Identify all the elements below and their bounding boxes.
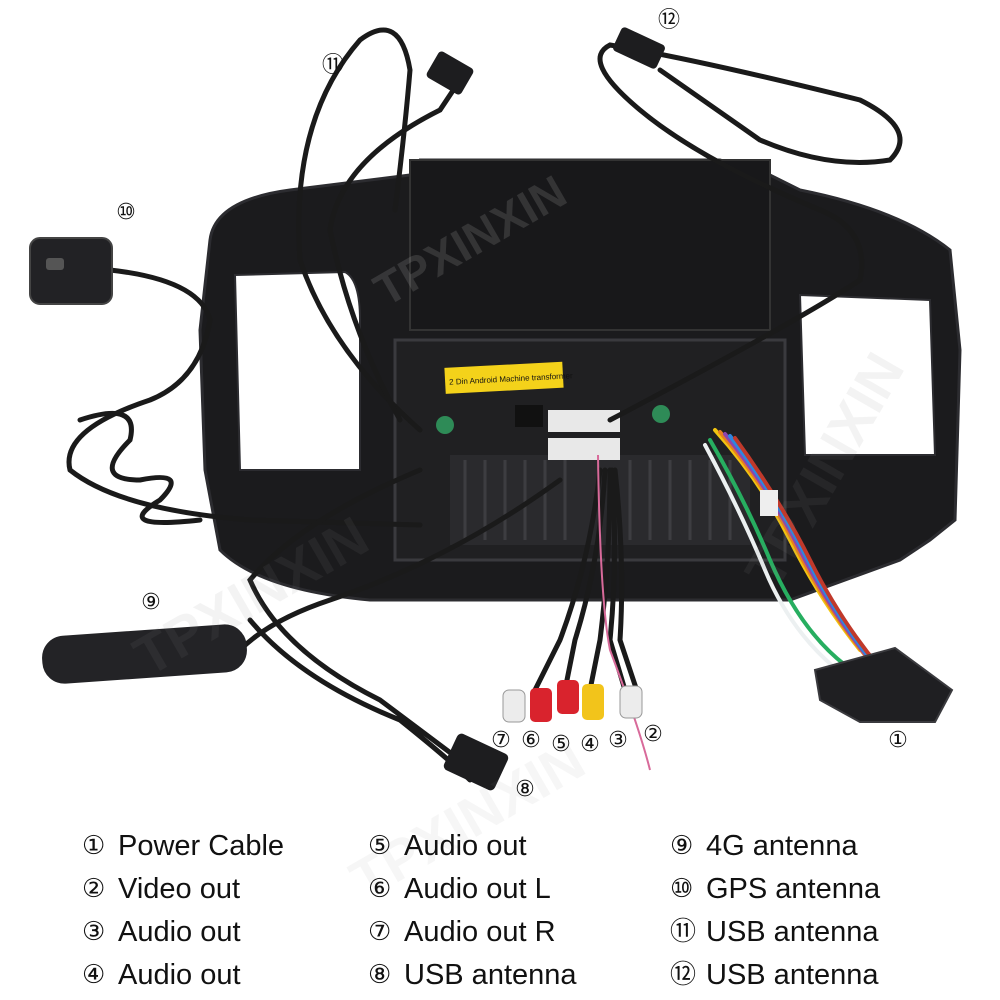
legend-number: ⑤ [368, 831, 392, 861]
legend: ① Power Cable ② Video out ③ Audio out ④ Audi… [0, 825, 1000, 1000]
legend-column-2: ⑤ Audio out ⑥ Audio out L ⑦ Audio out R ⑧ US… [368, 825, 577, 997]
harness-clip [760, 490, 778, 516]
legend-number: ⑥ [368, 874, 392, 904]
rca-white-3 [619, 685, 643, 719]
legend-label: 4G antenna [706, 830, 858, 862]
port-block [515, 405, 543, 427]
legend-item: ⑤ Audio out [368, 825, 577, 868]
legend-item: ④ Audio out [82, 954, 284, 997]
rca-red-6 [530, 688, 552, 722]
legend-label: Audio out [118, 959, 241, 991]
gps-antenna [29, 237, 113, 305]
legend-number: ① [82, 831, 106, 861]
legend-label: USB antenna [404, 959, 577, 991]
frame-cutout-right [798, 293, 937, 456]
legend-label: Audio out [118, 916, 241, 948]
legend-item: ⑪ USB antenna [670, 911, 880, 954]
callout-12: ⑫ [657, 8, 680, 33]
usb-plug-11 [426, 51, 474, 95]
usb-plug-12 [613, 27, 665, 69]
legend-item: ⑧ USB antenna [368, 954, 577, 997]
legend-number: ② [82, 874, 106, 904]
legend-item: ⑨ 4G antenna [670, 825, 880, 868]
top-housing [409, 159, 771, 331]
legend-number: ⑦ [368, 917, 392, 947]
wire-white [703, 443, 837, 670]
legend-number: ④ [82, 960, 106, 990]
legend-label: Video out [118, 873, 241, 905]
legend-number: ⑧ [368, 960, 392, 990]
callout-6: ⑥ [521, 728, 541, 753]
usb-cable-11b [327, 77, 463, 423]
antenna-4g [42, 624, 247, 684]
green-port-left [436, 416, 454, 434]
legend-item: ⑩ GPS antenna [670, 868, 880, 911]
callout-5: ⑤ [551, 732, 571, 757]
legend-item: ⑦ Audio out R [368, 911, 577, 954]
legend-label: USB antenna [706, 959, 879, 991]
gps-logo [46, 258, 64, 270]
legend-item: ② Video out [82, 868, 284, 911]
callout-1: ① [888, 728, 908, 753]
legend-column-1: ① Power Cable ② Video out ③ Audio out ④ Audi… [82, 825, 284, 997]
legend-number: ⑪ [670, 917, 697, 947]
legend-label: Audio out [404, 830, 527, 862]
frame-cutout-left [233, 270, 361, 471]
pink-wire [597, 454, 651, 771]
usb-cable-12 [597, 42, 903, 423]
legend-number: ⑫ [670, 960, 697, 990]
callout-11: ⑪ [321, 53, 344, 78]
callout-8: ⑧ [515, 777, 535, 802]
rca-bundle [532, 467, 643, 703]
legend-label: USB antenna [706, 916, 879, 948]
callout-3: ③ [608, 728, 628, 753]
rca-yellow-4 [582, 684, 604, 720]
legend-number: ③ [82, 917, 106, 947]
green-port-right [652, 405, 670, 423]
legend-label: Audio out L [404, 873, 551, 905]
gps-cable [66, 267, 423, 528]
coil-cable [77, 410, 203, 525]
legend-label: GPS antenna [706, 873, 881, 905]
connector-bottom [548, 438, 620, 460]
legend-item: ⑫ USB antenna [670, 954, 880, 997]
rca-white-7 [502, 689, 526, 723]
usb-plug-8 [443, 733, 509, 791]
legend-item: ③ Audio out [82, 911, 284, 954]
connector-top [548, 410, 620, 432]
legend-item: ① Power Cable [82, 825, 284, 868]
antenna-4g-cable [237, 477, 563, 653]
legend-label: Audio out R [404, 916, 556, 948]
rca-red-5 [557, 680, 579, 714]
callout-10: ⑩ [116, 200, 136, 225]
legend-number: ⑩ [670, 874, 694, 904]
usb-cable-11 [296, 27, 423, 433]
legend-item: ⑥ Audio out L [368, 868, 577, 911]
callout-7: ⑦ [491, 728, 511, 753]
callout-2: ② [643, 722, 663, 747]
model-sticker [444, 361, 564, 394]
wire-green [708, 438, 847, 667]
wire-red [733, 436, 882, 670]
legend-number: ⑨ [670, 831, 694, 861]
power-connector [813, 646, 954, 723]
callout-4: ④ [580, 732, 600, 757]
legend-label: Power Cable [118, 830, 285, 862]
callout-9: ⑨ [141, 590, 161, 615]
